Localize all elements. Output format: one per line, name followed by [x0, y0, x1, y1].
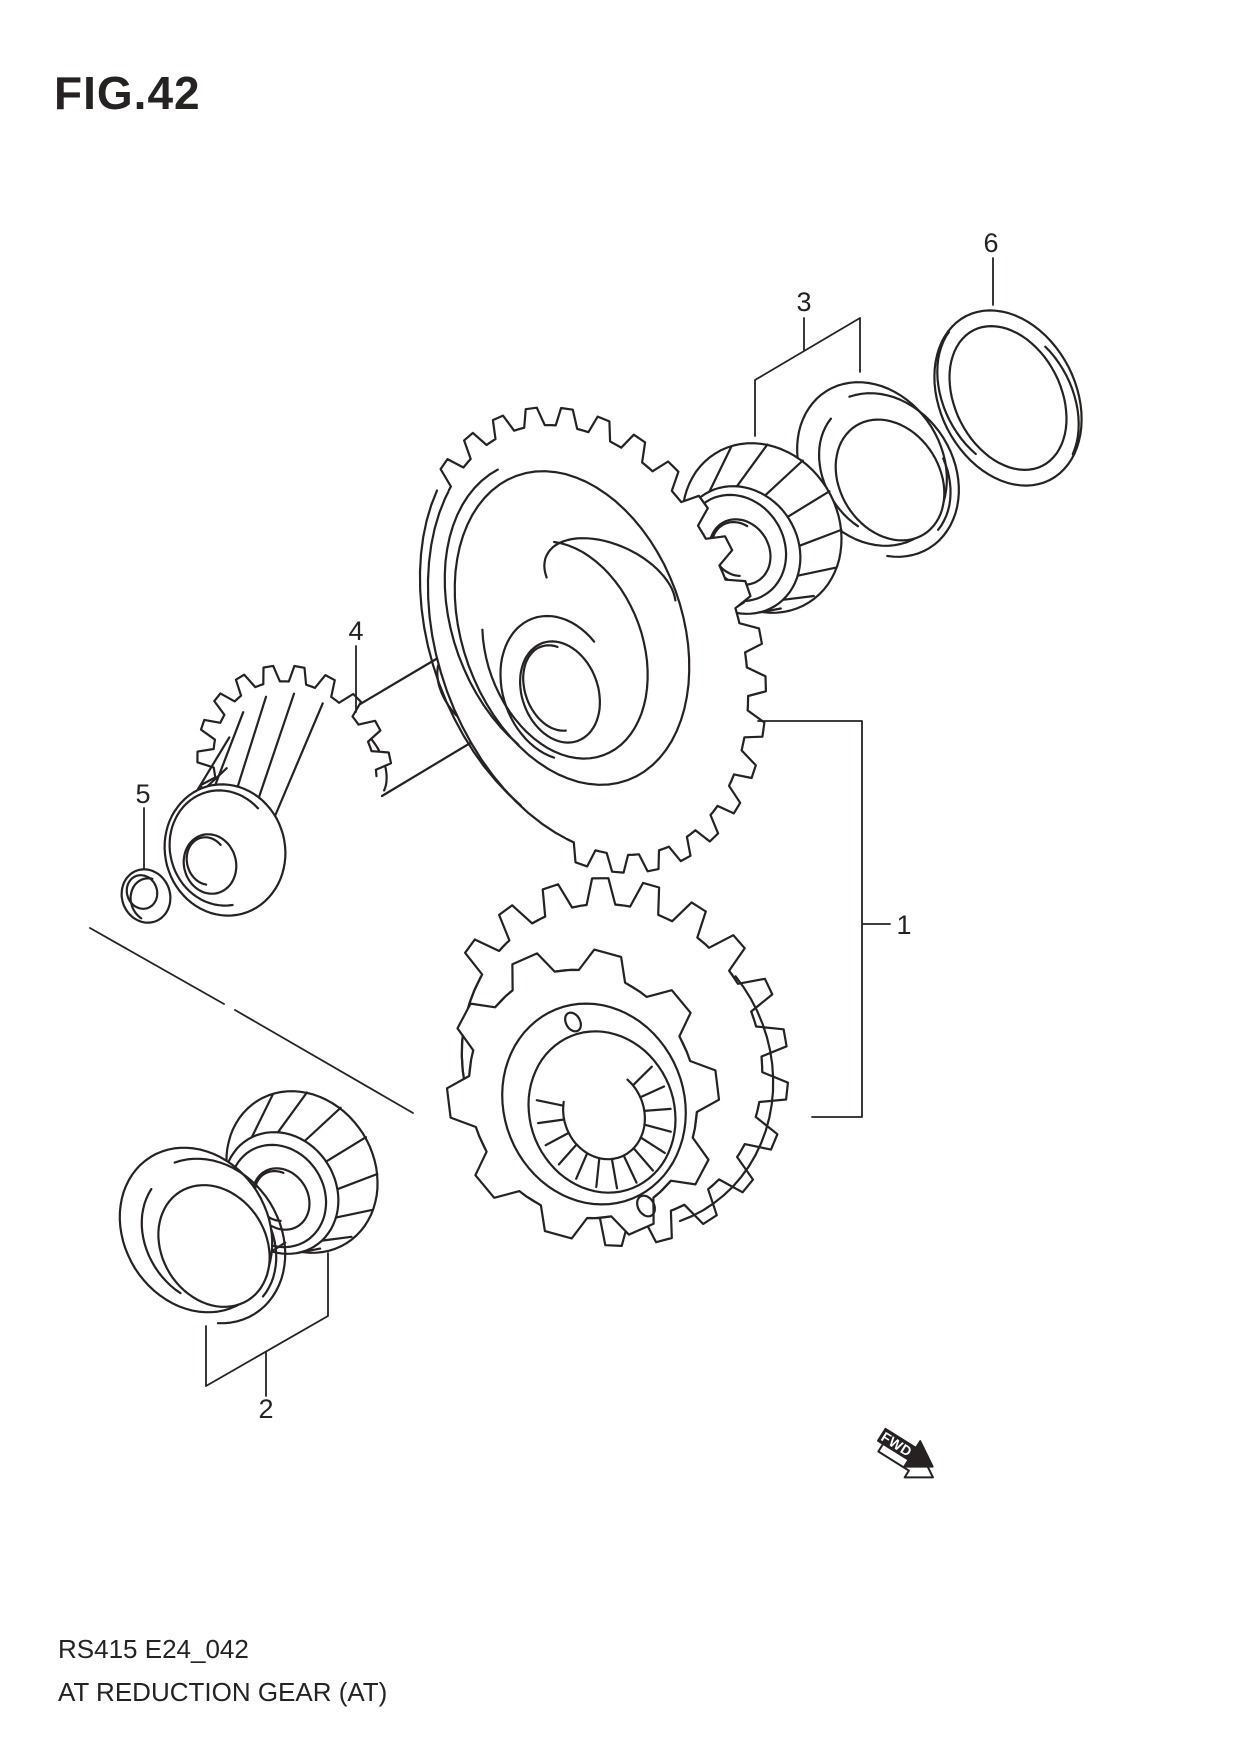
drawing-stroke — [168, 789, 260, 907]
drawing-stroke — [443, 468, 520, 746]
snap-ring-drawing — [933, 309, 1083, 487]
drawing-stroke — [848, 392, 960, 558]
spacer-bushing-drawing — [120, 868, 172, 924]
drawing-stroke — [562, 1078, 646, 1161]
callout-2-label: 2 — [258, 1394, 273, 1424]
drawing-stroke — [129, 877, 154, 920]
fwd-direction-arrow: FWD — [877, 1427, 934, 1479]
drawing-stroke — [678, 975, 775, 1223]
callout-3-label: 3 — [796, 287, 811, 317]
drawing-stroke — [818, 417, 859, 528]
callout-5-label: 5 — [135, 779, 150, 809]
drawing-stroke — [948, 325, 1068, 471]
drawing-stroke — [157, 1184, 271, 1308]
drawing-stroke — [89, 927, 414, 1397]
drawing-stroke — [261, 1228, 278, 1298]
figure-number: FIG.42 — [54, 67, 201, 119]
drawing-stroke — [1044, 345, 1080, 456]
drawing-stroke — [182, 833, 238, 895]
leader-line-3 — [754, 317, 861, 437]
drawing-stroke — [522, 644, 567, 732]
reduction-clutch-gear-drawing — [445, 877, 789, 1247]
pinion-gear-drawing — [163, 664, 393, 917]
figure-caption: AT REDUCTION GEAR (AT) — [58, 1677, 388, 1707]
fwd-arrow-body — [877, 1427, 934, 1468]
drawing-stroke — [185, 836, 222, 886]
drawing-stroke — [418, 489, 522, 807]
drawing-stroke — [499, 614, 596, 759]
figure-footer: RS415 E24_042 AT REDUCTION GEAR (AT) — [58, 1634, 387, 1708]
leader-line-1 — [757, 720, 891, 1118]
drawing-stroke — [936, 330, 977, 456]
drawing-stroke — [519, 640, 601, 744]
drawing-stroke — [535, 1065, 672, 1190]
drawing-code: RS415 E24_042 — [58, 1634, 249, 1664]
callout-1-label: 1 — [896, 910, 911, 940]
large-helical-gear-drawing — [418, 406, 767, 874]
drawing-stroke — [453, 470, 691, 786]
drawing-stroke — [481, 540, 649, 760]
drawing-stroke — [937, 457, 952, 531]
drawing-stroke — [439, 406, 767, 874]
drawing-stroke — [527, 1030, 677, 1194]
drawing-stroke — [125, 874, 159, 910]
leader-line-2 — [89, 927, 414, 1397]
drawing-stroke — [564, 1011, 582, 1033]
drawing-stroke — [754, 317, 861, 437]
callout-6-label: 6 — [983, 228, 998, 258]
drawing-stroke — [173, 1157, 287, 1325]
callout-4-label: 4 — [348, 616, 363, 646]
drawing-stroke — [834, 418, 946, 542]
drawing-stroke — [543, 537, 677, 602]
drawing-stroke — [636, 1194, 656, 1218]
lower-bearing-race-drawing — [118, 1146, 287, 1325]
drawing-stroke — [140, 1188, 182, 1295]
drawing-stroke — [757, 720, 891, 1118]
